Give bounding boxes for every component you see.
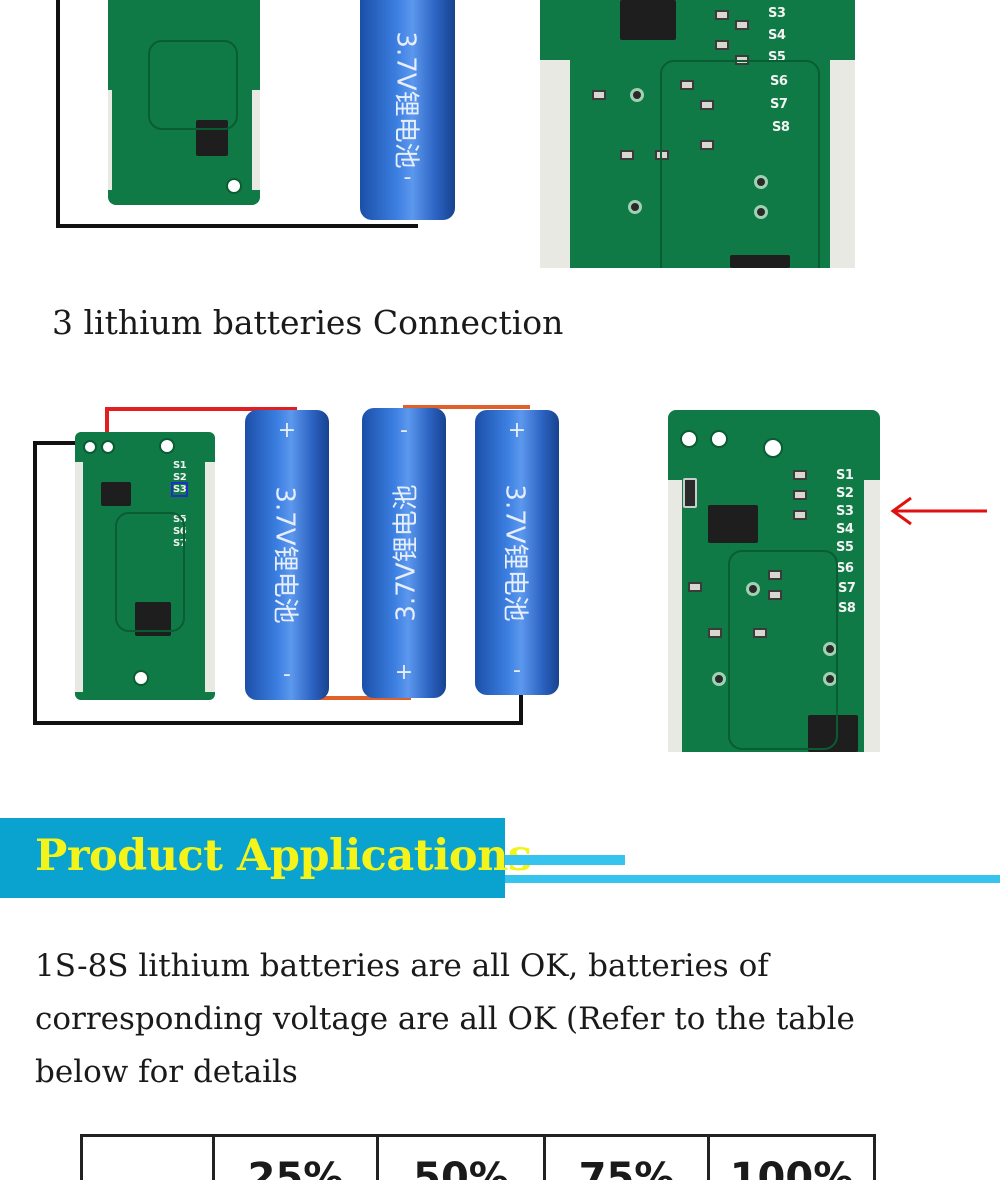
battery-text: 3.7V锂电池: [499, 483, 530, 622]
label-s5: S5: [836, 540, 854, 555]
label-s7-small: S7: [173, 538, 187, 549]
black-wire-top: [33, 441, 89, 445]
battery-minus: -: [283, 662, 291, 687]
regulator-chip: [101, 482, 131, 506]
connection-caption: 3 lithium batteries Connection: [52, 303, 564, 342]
battery-2: - 3.7V锂电池 +: [362, 408, 446, 698]
table-header-cell: 50%: [376, 1134, 546, 1180]
regulator-chip: [708, 505, 758, 543]
mount-hole: [763, 438, 783, 458]
label-s6-small: S6: [173, 526, 187, 537]
label-s4: S4: [768, 28, 786, 43]
label-s2: S2: [836, 486, 854, 501]
battery-3: + 3.7V锂电池 -: [475, 410, 559, 695]
battery-plus: +: [507, 418, 527, 443]
black-wire-bottom: [56, 224, 418, 228]
pcb-board-large-top: S3 S4 S5 S6 S7 S8: [540, 0, 855, 268]
black-wire-left: [33, 441, 37, 725]
pcb-board-small: S1 S2 S3 S5 S6 S7: [75, 432, 215, 700]
battery-plus: +: [277, 418, 297, 443]
description-line-3: below for details: [35, 1054, 298, 1090]
battery-text: 3.7V锂电池: [390, 31, 420, 169]
table-header-cell: 100%: [707, 1134, 876, 1180]
label-s3: S3: [768, 6, 786, 21]
capacity-table: 25% 50% 75% 100%: [80, 1134, 876, 1180]
header-rule-long: [505, 875, 1000, 883]
battery-1: + 3.7V锂电池 -: [245, 410, 329, 700]
label-s1-small: S1: [173, 460, 187, 471]
black-wire: [56, 0, 60, 228]
table-header-row: 25% 50% 75% 100%: [80, 1134, 876, 1180]
header-rule-short: [505, 855, 625, 865]
mount-hole: [226, 178, 242, 194]
table-header-cell: 25%: [212, 1134, 379, 1180]
label-s1: S1: [836, 468, 854, 483]
label-s8: S8: [772, 120, 790, 135]
orange-jumper-bottom: [285, 696, 411, 700]
section-header-bar: [0, 818, 505, 898]
application-description: 1S-8S lithium batteries are all OK, batt…: [35, 940, 935, 1099]
description-line-2: corresponding voltage are all OK (Refer …: [35, 1001, 855, 1037]
arrow-left-icon: [890, 496, 987, 526]
regulator-chip: [620, 0, 676, 40]
label-s6: S6: [836, 561, 854, 576]
battery-top: 3.7V锂电池 -: [360, 0, 455, 220]
red-wire-drop: [105, 407, 109, 443]
black-wire-bottom-mid: [33, 721, 523, 725]
description-line-1: 1S-8S lithium batteries are all OK, batt…: [35, 948, 769, 984]
mount-hole: [159, 438, 175, 454]
label-s4: S4: [836, 522, 854, 537]
table-header-cell: 75%: [543, 1134, 710, 1180]
label-s3: S3: [836, 504, 854, 519]
battery-minus: -: [513, 658, 521, 683]
battery-minus: -: [400, 418, 408, 443]
battery-minus: -: [403, 165, 412, 190]
battery-text: 3.7V锂电池: [391, 484, 422, 622]
label-s6: S6: [770, 74, 788, 89]
pcb-board-small-top: [108, 0, 260, 205]
red-wire: [105, 407, 297, 411]
black-wire-right: [519, 690, 523, 725]
table-header-cell: [80, 1134, 215, 1180]
ic-chip: [196, 120, 228, 156]
label-s7: S7: [770, 97, 788, 112]
battery-plus: +: [394, 660, 414, 685]
label-s3-small: S3: [170, 482, 189, 497]
label-s7: S7: [838, 581, 856, 596]
section-title: Product Applications: [35, 831, 532, 881]
battery-text: 3.7V锂电池: [269, 486, 300, 624]
orange-jumper-top: [403, 405, 530, 409]
top-photo-left: [50, 0, 430, 240]
pcb-board-large: S1 S2 S3 S4 S5 S6 S7 S8: [668, 410, 880, 752]
label-s8: S8: [838, 601, 856, 616]
label-s2-small: S2: [173, 472, 187, 483]
